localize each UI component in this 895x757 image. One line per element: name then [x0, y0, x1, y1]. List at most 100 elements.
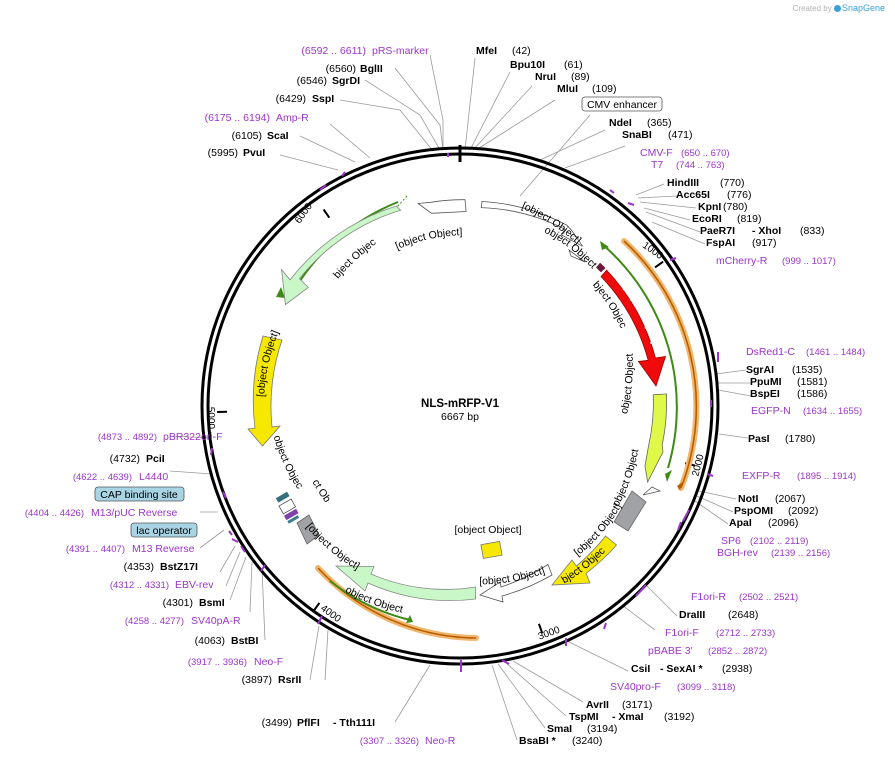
site-label[interactable]: BsaBI *: [519, 735, 557, 747]
feature-ampr[interactable]: [281, 205, 402, 306]
site-position: (1581): [797, 376, 827, 388]
site-label[interactable]: - XmaI: [612, 711, 644, 723]
site-position: (6546): [297, 75, 327, 87]
site-label[interactable]: ScaI: [267, 130, 289, 142]
site-position: (471): [668, 129, 693, 141]
primer-label[interactable]: M13 Reverse: [132, 543, 195, 555]
primer-label[interactable]: SP6: [721, 535, 741, 547]
primer-label[interactable]: pBABE 3': [648, 645, 693, 657]
lac-operator-box[interactable]: [130, 522, 198, 538]
site-label[interactable]: TspMI: [569, 711, 599, 723]
site-label[interactable]: PpuMI: [750, 376, 782, 388]
site-label[interactable]: SmaI: [547, 723, 572, 735]
site-label[interactable]: BspEI: [750, 388, 780, 400]
feature-bgh-polya[interactable]: [613, 490, 647, 532]
snapgene-logo-icon: [833, 5, 841, 12]
site-label[interactable]: HindIII: [667, 177, 699, 189]
site-label[interactable]: CsiI: [631, 663, 650, 675]
primer-label[interactable]: L4440: [139, 471, 168, 483]
primer-label[interactable]: BGH-rev: [717, 547, 759, 559]
cap-binding-site-box[interactable]: [94, 486, 185, 502]
primer-label[interactable]: mCherry-R: [716, 255, 768, 267]
primer-label[interactable]: Neo-R: [425, 735, 456, 747]
site-label[interactable]: PspOMI: [734, 505, 773, 517]
primer-label[interactable]: Neo-F: [254, 656, 283, 668]
site-label[interactable]: BstZ17I: [160, 561, 198, 573]
label-t7-promoter: [object Object]: [0, 0, 599, 271]
feature-cmv-promoter[interactable]: [480, 201, 583, 247]
site-label[interactable]: NdeI: [609, 117, 632, 129]
primer-location: (4873 .. 4892): [98, 432, 157, 443]
site-label[interactable]: PciI: [146, 453, 165, 465]
site-label[interactable]: FspAI: [706, 237, 735, 249]
site-position: (2067): [775, 493, 805, 505]
site-label[interactable]: SgrDI: [332, 75, 360, 87]
feature-lac-operator[interactable]: [287, 515, 300, 524]
primer-label[interactable]: DsRed1-C: [746, 346, 795, 358]
primer-label[interactable]: EXFP-R: [742, 470, 781, 482]
site-label[interactable]: SspI: [312, 93, 334, 105]
site-position: (4063): [195, 635, 225, 647]
primer-label[interactable]: F1ori-F: [665, 627, 699, 639]
site-label[interactable]: - SexAI *: [660, 663, 704, 675]
feature-ori[interactable]: [247, 335, 283, 447]
primer-label[interactable]: pBR322ori-F: [163, 431, 223, 443]
site-label[interactable]: SgrAI: [746, 364, 774, 376]
primer-label[interactable]: M13/pUC Reverse: [91, 507, 178, 519]
site-label[interactable]: AvrII: [586, 699, 609, 711]
primer-label[interactable]: SV40pro-F: [610, 681, 661, 693]
site-position: (3499): [262, 717, 292, 729]
site-label[interactable]: BglII: [360, 63, 383, 75]
site-label[interactable]: - Tth111I: [333, 717, 375, 729]
primer-label[interactable]: CMV-F: [640, 147, 673, 159]
primer-label[interactable]: F1ori-R: [691, 591, 726, 603]
site-label[interactable]: SnaBI: [622, 129, 652, 141]
site-label[interactable]: BsmI: [199, 597, 225, 609]
primer-label[interactable]: EBV-rev: [175, 579, 214, 591]
feature-ampr-promoter[interactable]: [417, 199, 467, 214]
site-position: (5995): [208, 147, 238, 159]
label-ampr-promoter: [object Object]: [394, 226, 463, 252]
primer-label[interactable]: T7: [651, 159, 663, 171]
site-label[interactable]: NotI: [738, 493, 758, 505]
site-label[interactable]: RsrII: [278, 674, 301, 686]
site-label[interactable]: KpnI: [698, 201, 721, 213]
feature-neor-kanr[interactable]: [334, 565, 476, 602]
site-label[interactable]: - XhoI: [752, 225, 781, 237]
site-label[interactable]: MfeI: [476, 45, 497, 57]
feature-sv40-polya[interactable]: [296, 514, 320, 545]
feature-sv40-nls[interactable]: [596, 262, 606, 273]
primer-location: (2712 .. 2733): [716, 628, 775, 639]
feature-sv40-promoter[interactable]: [479, 563, 553, 603]
site-label[interactable]: PvuI: [243, 147, 265, 159]
primer-label[interactable]: Amp-R: [276, 112, 309, 124]
primer-location: (2102 .. 2119): [750, 536, 808, 547]
site-label[interactable]: MluI: [557, 83, 578, 95]
feature-f1-ori[interactable]: [551, 535, 618, 586]
cmv-enhancer-box[interactable]: [581, 96, 663, 112]
site-label[interactable]: PflFI: [297, 717, 320, 729]
site-label[interactable]: PasI: [748, 433, 770, 445]
feature-sp6-promoter[interactable]: [642, 486, 662, 496]
feature-mrfp1[interactable]: [600, 269, 667, 387]
feature-t7-promoter[interactable]: [568, 248, 586, 263]
feature-lac-promoter[interactable]: [278, 498, 297, 515]
primer-label[interactable]: pRS-marker: [372, 45, 429, 57]
site-position: (2096): [768, 517, 798, 529]
site-label[interactable]: Acc65I: [676, 189, 710, 201]
primer-label[interactable]: EGFP-N: [751, 405, 791, 417]
site-label[interactable]: EcoRI: [692, 213, 722, 225]
site-label[interactable]: BstBI: [231, 635, 259, 647]
tick-label-5000: 5000: [205, 407, 216, 430]
site-label[interactable]: PaeR7I: [700, 225, 735, 237]
label-m13-rev: [object Object]: [0, 0, 333, 505]
feature-sv40-ori[interactable]: [480, 540, 503, 559]
site-label[interactable]: ApaI: [729, 517, 752, 529]
site-label[interactable]: NruI: [535, 71, 556, 83]
feature-m13-rev[interactable]: [283, 508, 299, 521]
feature-vn155[interactable]: [644, 393, 668, 484]
site-label[interactable]: DraIII: [679, 609, 705, 621]
primer-label[interactable]: SV40pA-R: [191, 615, 241, 627]
feature-cap-binding-site[interactable]: [275, 491, 290, 503]
site-label[interactable]: Bpu10I: [510, 59, 545, 71]
